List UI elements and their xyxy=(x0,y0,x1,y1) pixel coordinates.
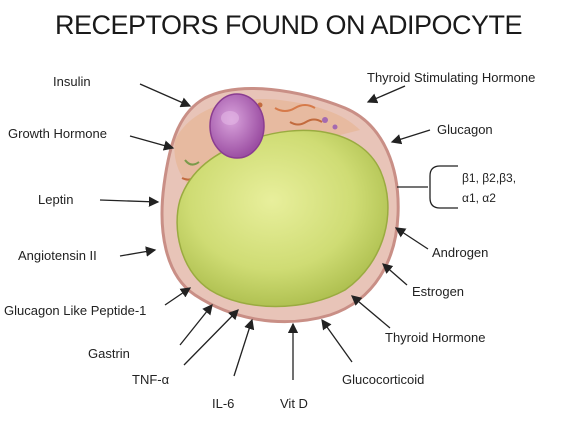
label-angiotensin: Angiotensin II xyxy=(18,248,97,263)
label-leptin: Leptin xyxy=(38,192,74,207)
label-il6: IL-6 xyxy=(212,396,235,411)
label-insulin: Insulin xyxy=(53,74,91,89)
arrow-glucagon xyxy=(390,129,431,145)
label-glucocorticoid: Glucocorticoid xyxy=(342,372,425,387)
arrow-angiotensin xyxy=(119,246,157,257)
arrow-thyroid-hormone xyxy=(351,295,391,329)
arrow-leptin xyxy=(99,196,160,207)
arrow-androgen xyxy=(394,227,429,250)
arrow-glucocorticoid xyxy=(321,318,353,363)
arrow-il6 xyxy=(233,318,255,377)
lipid-droplet xyxy=(176,129,389,308)
label-thyroid-hormone: Thyroid Hormone xyxy=(385,330,486,345)
page-title: RECEPTORS FOUND ON ADIPOCYTE xyxy=(54,10,523,40)
arrow-tsh xyxy=(366,85,406,104)
label-beta-receptors: β1, β2,β3, xyxy=(462,171,517,185)
arrow-gastrin xyxy=(179,303,213,346)
label-glucagon: Glucagon xyxy=(437,122,493,137)
label-androgen: Androgen xyxy=(432,245,489,260)
label-glp1: Glucagon Like Peptide-1 xyxy=(4,303,147,318)
label-tsh: Thyroid Stimulating Hormone xyxy=(367,70,536,85)
label-growth-hormone: Growth Hormone xyxy=(8,126,107,141)
label-gastrin: Gastrin xyxy=(88,346,130,361)
nucleus xyxy=(209,93,265,159)
adrenergic-bracket xyxy=(429,165,458,209)
arrow-tnf xyxy=(183,309,239,366)
arrow-glp1 xyxy=(164,287,192,306)
arrow-growth-hormone xyxy=(129,135,175,151)
arrow-estrogen xyxy=(382,263,408,286)
label-alpha-receptors: α1, α2 xyxy=(462,191,496,205)
arrow-insulin xyxy=(139,83,192,108)
label-tnf: TNF-α xyxy=(132,372,170,387)
label-estrogen: Estrogen xyxy=(412,284,465,299)
label-vitd: Vit D xyxy=(280,396,308,411)
